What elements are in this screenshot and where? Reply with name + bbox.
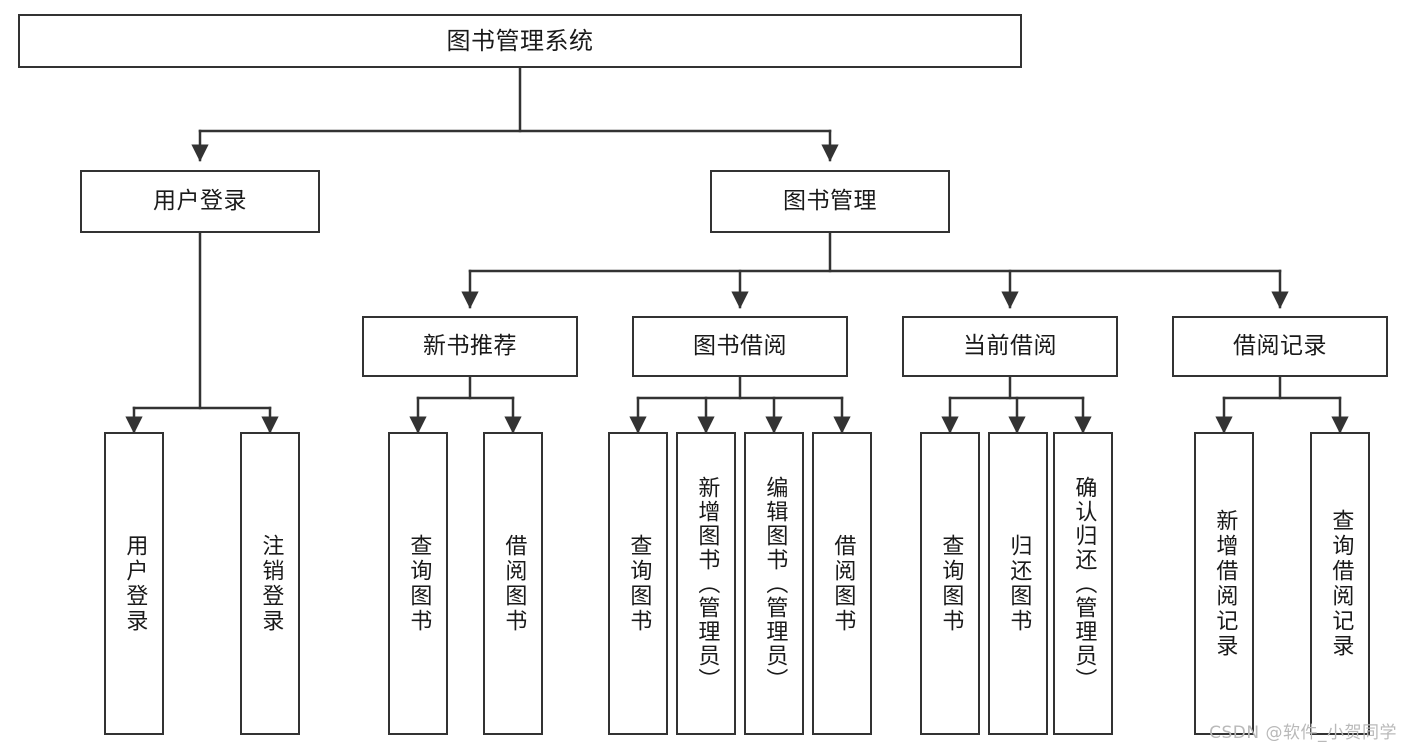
- node-label: 确认归还（管理员）: [1071, 475, 1097, 692]
- node-leaf-query-book-3[interactable]: 查询图书: [920, 432, 980, 735]
- node-root-system[interactable]: 图书管理系统: [18, 14, 1022, 68]
- node-label: 注销登录: [258, 533, 284, 634]
- node-leaf-add-record[interactable]: 新增借阅记录: [1194, 432, 1254, 735]
- node-leaf-query-book-2[interactable]: 查询图书: [608, 432, 668, 735]
- node-label: 用户登录: [153, 187, 247, 214]
- node-label: 新增借阅记录: [1212, 508, 1238, 659]
- node-label: 借阅记录: [1233, 332, 1327, 359]
- node-user-login[interactable]: 用户登录: [80, 170, 320, 233]
- node-label: 图书管理: [783, 187, 877, 214]
- node-leaf-add-book[interactable]: 新增图书（管理员）: [676, 432, 736, 735]
- node-label: 查询借阅记录: [1328, 508, 1354, 659]
- node-label: 查询图书: [626, 533, 652, 634]
- node-leaf-edit-book[interactable]: 编辑图书（管理员）: [744, 432, 804, 735]
- node-leaf-logout-login[interactable]: 注销登录: [240, 432, 300, 735]
- node-current-borrow[interactable]: 当前借阅: [902, 316, 1118, 377]
- node-label: 图书管理系统: [446, 26, 594, 55]
- node-leaf-return-book[interactable]: 归还图书: [988, 432, 1048, 735]
- node-leaf-confirm-return[interactable]: 确认归还（管理员）: [1053, 432, 1113, 735]
- node-label: 图书借阅: [693, 332, 787, 359]
- node-leaf-borrow-book-1[interactable]: 借阅图书: [483, 432, 543, 735]
- node-leaf-user-login[interactable]: 用户登录: [104, 432, 164, 735]
- node-label: 查询图书: [406, 533, 432, 634]
- node-label: 新书推荐: [423, 332, 517, 359]
- node-leaf-borrow-book-2[interactable]: 借阅图书: [812, 432, 872, 735]
- node-label: 新增图书（管理员）: [694, 475, 720, 692]
- node-label: 用户登录: [122, 533, 148, 634]
- node-label: 当前借阅: [963, 332, 1057, 359]
- node-leaf-query-record[interactable]: 查询借阅记录: [1310, 432, 1370, 735]
- node-label: 编辑图书（管理员）: [762, 475, 788, 692]
- node-leaf-query-book-1[interactable]: 查询图书: [388, 432, 448, 735]
- node-book-manage[interactable]: 图书管理: [710, 170, 950, 233]
- node-label: 借阅图书: [501, 533, 527, 634]
- watermark-text: CSDN @软件_小贺同学: [1209, 723, 1397, 743]
- node-book-borrow[interactable]: 图书借阅: [632, 316, 848, 377]
- node-label: 查询图书: [938, 533, 964, 634]
- node-label: 借阅图书: [830, 533, 856, 634]
- node-borrow-record[interactable]: 借阅记录: [1172, 316, 1388, 377]
- node-label: 归还图书: [1006, 533, 1032, 634]
- node-new-book-recommend[interactable]: 新书推荐: [362, 316, 578, 377]
